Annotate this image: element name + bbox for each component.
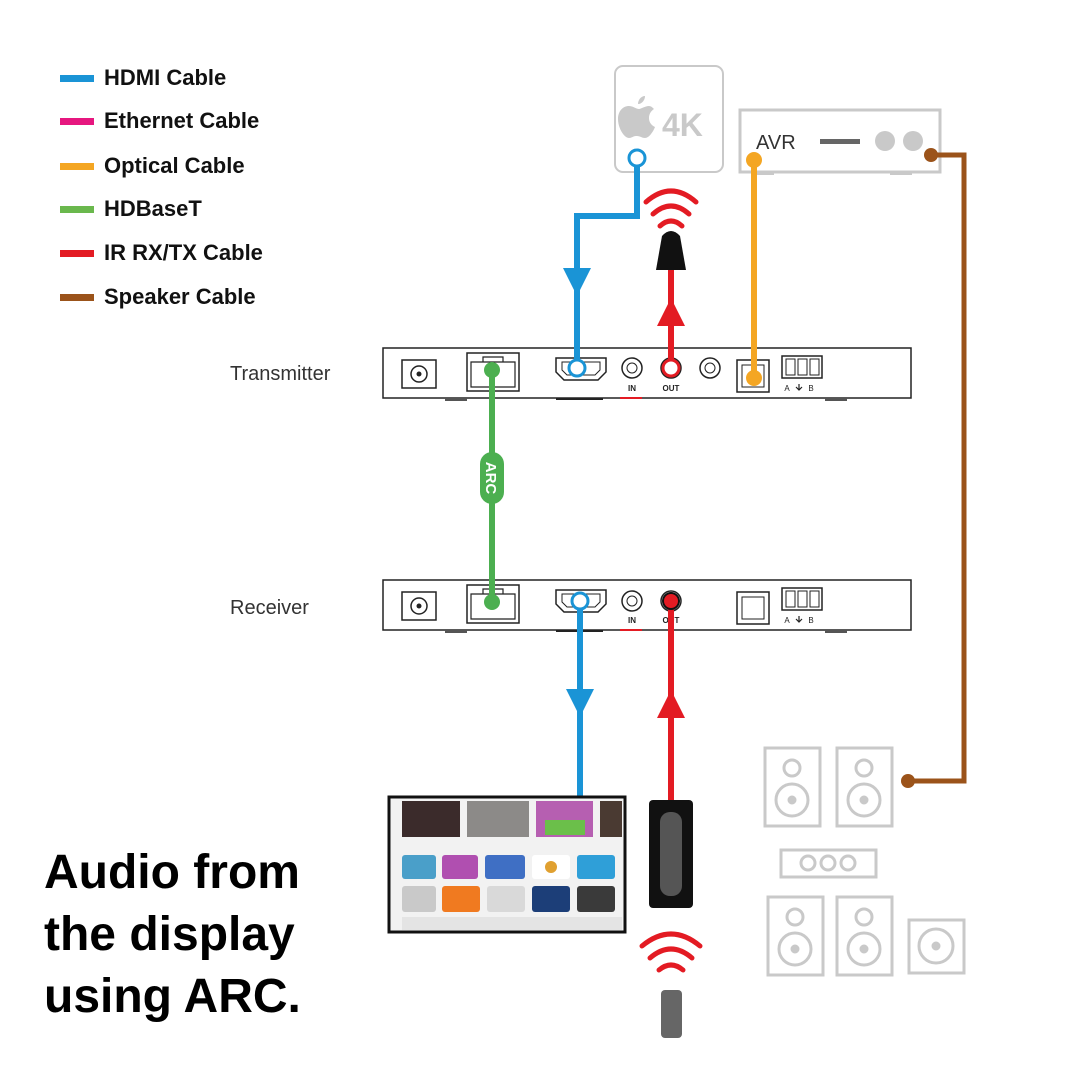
speaker-subwoofer xyxy=(907,918,966,975)
rx-ir-in-label: IN xyxy=(628,616,636,625)
tx-ir-in-port xyxy=(621,357,643,379)
legend-swatch-optical xyxy=(60,162,94,170)
tx-power-port xyxy=(401,359,437,389)
hdbaset-cable: ARC xyxy=(480,362,504,610)
display-tv xyxy=(387,795,627,934)
ir-receiver-eye xyxy=(649,800,693,908)
receiver-label: Receiver xyxy=(230,597,309,619)
hdmi-arrow-down-icon xyxy=(563,268,591,296)
speaker-system xyxy=(763,746,966,977)
tx-ir-out-label: OUT xyxy=(663,384,680,393)
legend-label-ir: IR RX/TX Cable xyxy=(104,240,263,265)
receiver-unit: IN OUT A B xyxy=(382,579,912,633)
legend-item-speaker: Speaker Cable xyxy=(60,282,256,312)
legend-swatch-ir xyxy=(60,249,94,257)
tx-aux-port xyxy=(699,357,721,379)
remote-control-icon xyxy=(639,931,703,1038)
legend-label-optical: Optical Cable xyxy=(104,153,245,178)
headline-line-1: Audio from xyxy=(44,846,300,899)
speaker-front-right xyxy=(835,746,894,828)
source-4k-label: 4K xyxy=(662,107,703,143)
tx-ir-in-label: IN xyxy=(628,384,636,393)
arc-badge xyxy=(480,452,504,504)
speaker-front-left xyxy=(763,746,822,828)
tx-term-a-label: A xyxy=(784,384,790,393)
rx-term-b-label: B xyxy=(808,616,813,625)
legend-label-ethernet: Ethernet Cable xyxy=(104,108,260,133)
hdmi-cable-source-to-tx xyxy=(563,148,647,378)
legend-item-optical: Optical Cable xyxy=(60,151,245,181)
legend-swatch-speaker xyxy=(60,293,94,301)
rx-terminal-block xyxy=(781,587,823,611)
speaker-rear-right xyxy=(835,895,894,977)
tx-term-b-label: B xyxy=(808,384,813,393)
apple-tv-box: 4K xyxy=(614,65,724,173)
hdmi-arrow-down-icon-2 xyxy=(566,689,594,717)
optical-cable xyxy=(746,152,762,386)
ir-cable-rx-receiver xyxy=(657,592,685,800)
legend-item-hdmi: HDMI Cable xyxy=(60,63,226,93)
rx-ground-icon xyxy=(795,616,803,623)
speaker-rear-left xyxy=(766,895,825,977)
avr-unit: AVR xyxy=(738,108,942,175)
legend-swatch-ethernet xyxy=(60,117,94,125)
legend-swatch-hdbaset xyxy=(60,205,94,213)
signal-wave-icon xyxy=(657,218,685,229)
apple-logo-icon xyxy=(618,96,655,138)
speaker-center xyxy=(779,848,878,879)
avr-knob-left xyxy=(875,131,895,151)
headline-line-3: using ARC. xyxy=(44,970,301,1023)
ir-arrow-up-icon-2 xyxy=(657,690,685,718)
rx-ir-in-port xyxy=(621,590,643,612)
tx-terminal-block xyxy=(781,355,823,379)
legend-item-ethernet: Ethernet Cable xyxy=(60,106,259,136)
ir-arrow-up-icon xyxy=(657,298,685,326)
ir-emitter xyxy=(643,188,699,270)
legend-label-speaker: Speaker Cable xyxy=(104,284,256,309)
avr-knob-right xyxy=(903,131,923,151)
rx-term-a-label: A xyxy=(784,616,790,625)
legend-label-hdmi: HDMI Cable xyxy=(104,65,227,90)
transmitter-label: Transmitter xyxy=(230,363,331,385)
legend-label-hdbaset: HDBaseT xyxy=(104,196,202,221)
tx-ground-icon xyxy=(795,384,803,391)
legend-item-hdbaset: HDBaseT xyxy=(60,194,202,224)
legend-item-ir: IR RX/TX Cable xyxy=(60,238,263,268)
legend-swatch-hdmi xyxy=(60,74,94,82)
avr-display-bar xyxy=(820,139,860,144)
ir-cable-tx-emitter xyxy=(657,270,685,378)
arc-badge-label: ARC xyxy=(482,462,499,495)
speaker-cable xyxy=(901,148,967,788)
headline: Audio from the display using ARC. xyxy=(44,842,364,1028)
avr-label: AVR xyxy=(756,132,796,154)
transmitter-unit: IN OUT A B xyxy=(382,347,912,401)
headline-line-2: the display xyxy=(44,908,295,961)
